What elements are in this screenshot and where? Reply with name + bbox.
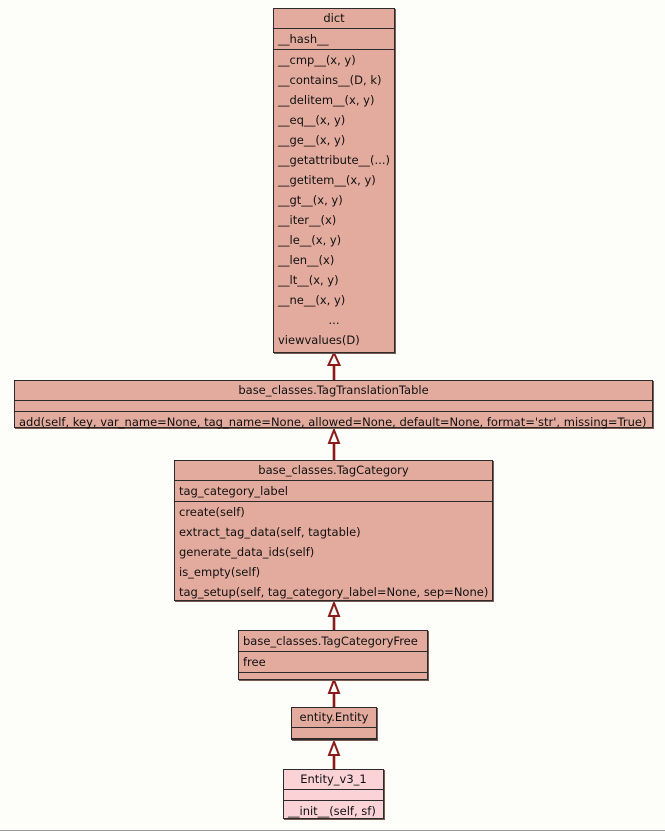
attribute-row: free — [243, 655, 266, 669]
class-name-entity: entity.Entity — [299, 710, 369, 724]
attributes-empty — [292, 728, 376, 738]
attribute-row: __hash__ — [278, 32, 329, 46]
class-methods-compartment: add(self, key, var_name=None, tag_name=N… — [15, 412, 652, 432]
class-methods-compartment: __cmp__(x, y) __contains__(D, k) __delit… — [274, 50, 394, 350]
class-box-tagtranslationtable[interactable]: base_classes.TagTranslationTable add(sel… — [14, 380, 653, 429]
methods-empty — [292, 739, 376, 749]
class-name-tagcategoryfree: base_classes.TagCategoryFree — [243, 634, 418, 648]
method-row: __getitem__(x, y) — [278, 173, 376, 187]
class-title-compartment: entity.Entity — [292, 708, 376, 728]
methods-empty — [239, 673, 427, 683]
method-row: __iter__(x) — [278, 213, 337, 227]
class-box-dict[interactable]: dict __hash__ __cmp__(x, y) __contains__… — [273, 8, 395, 353]
method-row: __init__(self, sf) — [288, 804, 376, 818]
class-name-tagtranslationtable: base_classes.TagTranslationTable — [238, 383, 429, 397]
class-methods-compartment: create(self) extract_tag_data(self, tagt… — [175, 502, 492, 602]
method-row: __delitem__(x, y) — [278, 93, 375, 107]
class-title-compartment: base_classes.TagCategory — [175, 461, 492, 481]
class-name-entity-v3-1: Entity_v3_1 — [300, 772, 367, 786]
class-methods-compartment — [239, 673, 427, 683]
method-row: is_empty(self) — [179, 565, 261, 579]
method-row: tag_setup(self, tag_category_label=None,… — [179, 585, 489, 599]
method-row: __lt__(x, y) — [278, 273, 339, 287]
method-row: viewvalues(D) — [278, 333, 360, 347]
class-title-compartment: base_classes.TagTranslationTable — [15, 381, 652, 401]
method-row: add(self, key, var_name=None, tag_name=N… — [19, 415, 647, 429]
attributes-empty — [15, 401, 652, 411]
class-title-compartment: dict — [274, 9, 394, 29]
edge-tagtranslationtable-to-dict — [326, 350, 342, 380]
method-row: generate_data_ids(self) — [179, 545, 315, 559]
method-row: __ne__(x, y) — [278, 293, 346, 307]
method-row-ellipsis: ... — [328, 313, 340, 327]
class-attributes-compartment: tag_category_label — [175, 481, 492, 502]
class-attributes-compartment: __hash__ — [274, 29, 394, 50]
edge-tagcategory-to-tagtranslationtable — [326, 427, 342, 460]
class-name-tagcategory: base_classes.TagCategory — [258, 463, 409, 477]
method-row: __ge__(x, y) — [278, 133, 346, 147]
method-row: create(self) — [179, 505, 245, 519]
class-box-entity-v3-1[interactable]: Entity_v3_1 __init__(self, sf) — [283, 769, 384, 819]
method-row: __gt__(x, y) — [278, 193, 343, 207]
class-attributes-compartment — [292, 728, 376, 739]
class-attributes-compartment — [284, 790, 383, 801]
method-row: __le__(x, y) — [278, 233, 342, 247]
class-title-compartment: Entity_v3_1 — [284, 770, 383, 790]
class-methods-compartment — [292, 739, 376, 749]
method-row: __contains__(D, k) — [278, 73, 382, 87]
class-name-dict: dict — [323, 11, 345, 25]
class-box-tagcategory[interactable]: base_classes.TagCategory tag_category_la… — [174, 460, 493, 601]
method-row: __eq__(x, y) — [278, 113, 346, 127]
class-attributes-compartment: free — [239, 652, 427, 673]
method-row: extract_tag_data(self, tagtable) — [179, 525, 361, 539]
class-box-tagcategoryfree[interactable]: base_classes.TagCategoryFree free — [238, 630, 428, 680]
class-attributes-compartment — [15, 401, 652, 412]
attributes-empty — [284, 790, 383, 800]
method-row: __len__(x) — [278, 253, 335, 267]
attribute-row: tag_category_label — [179, 484, 288, 498]
method-row: __cmp__(x, y) — [278, 53, 356, 67]
method-row: __getattribute__(...) — [278, 153, 390, 167]
class-methods-compartment: __init__(self, sf) — [284, 801, 383, 821]
class-box-entity[interactable]: entity.Entity — [291, 707, 377, 740]
class-title-compartment: base_classes.TagCategoryFree — [239, 631, 427, 652]
edge-tagcategoryfree-to-tagcategory — [326, 600, 342, 633]
